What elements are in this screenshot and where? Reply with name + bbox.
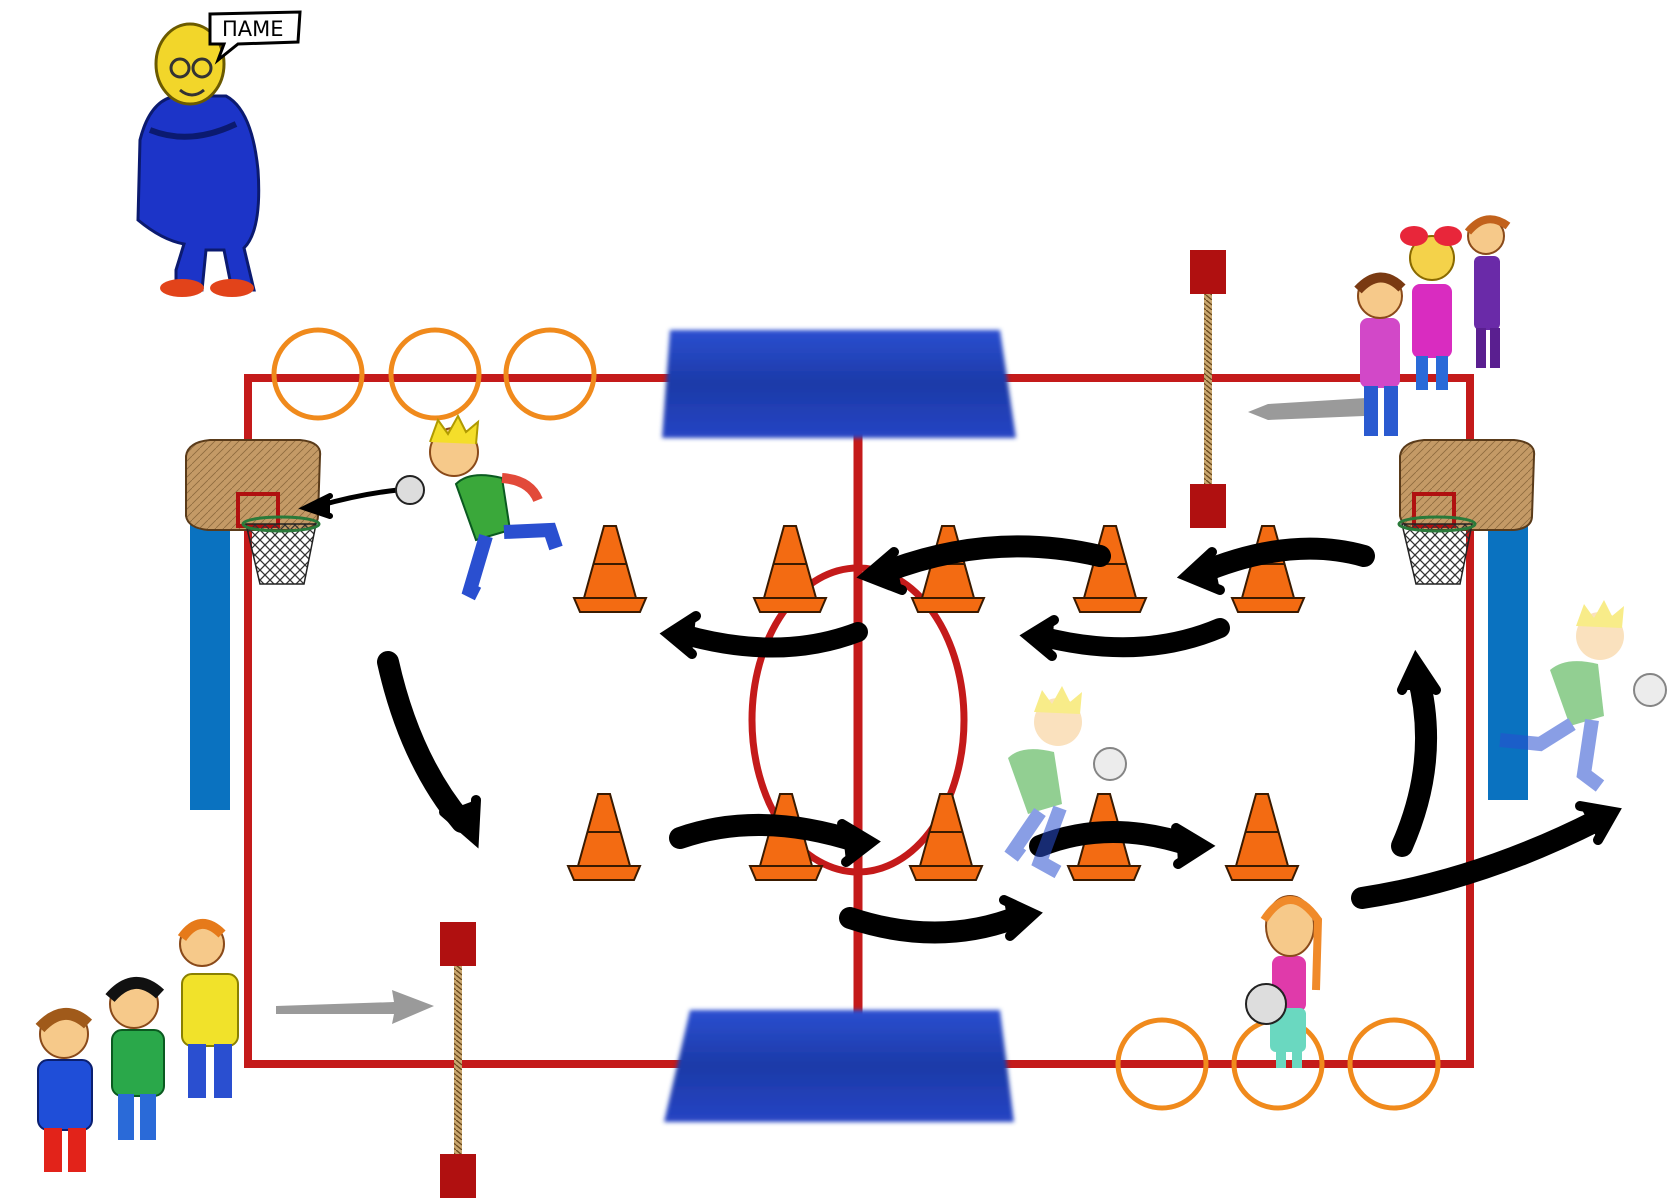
ball [396, 476, 424, 504]
student-girl-with-ball [1246, 896, 1318, 1068]
net [246, 524, 316, 584]
entry-arrow-top [1248, 398, 1366, 420]
ball [1094, 748, 1126, 780]
ball [1634, 674, 1666, 706]
arrow-curve [850, 916, 1020, 933]
arrow-head [842, 824, 872, 862]
mat-bottom [664, 1010, 1014, 1122]
arrow-head [1402, 660, 1436, 690]
ball [1246, 984, 1286, 1024]
arrow-head [1004, 900, 1034, 936]
net [1402, 524, 1472, 584]
arrow-curve [880, 546, 1100, 574]
arrow-curve [388, 662, 462, 822]
speech-bubble: ΠΑΜΕ [210, 12, 300, 60]
cone [754, 526, 826, 612]
entry-arrow-bottom [276, 990, 434, 1024]
rope-post-top [1190, 250, 1226, 528]
arrow-curve [1402, 676, 1426, 846]
arrow-head [1028, 620, 1054, 656]
pole [190, 512, 230, 810]
arrow-head [668, 616, 696, 654]
student-group-top-right [1358, 218, 1508, 436]
cone [910, 794, 982, 880]
speech-bubble-text: ΠΑΜΕ [222, 17, 284, 41]
basketball-hoop-left [186, 440, 320, 810]
student-thrower [396, 416, 556, 594]
cone [1226, 794, 1298, 880]
mat-top [662, 330, 1016, 438]
cone [568, 794, 640, 880]
arrow-head [1176, 828, 1206, 864]
pole [1488, 512, 1528, 800]
arrow-curve [1040, 628, 1220, 647]
teacher-figure [138, 24, 259, 297]
cone [574, 526, 646, 612]
cone [1074, 526, 1146, 612]
student-group-bottom-left [38, 922, 238, 1172]
